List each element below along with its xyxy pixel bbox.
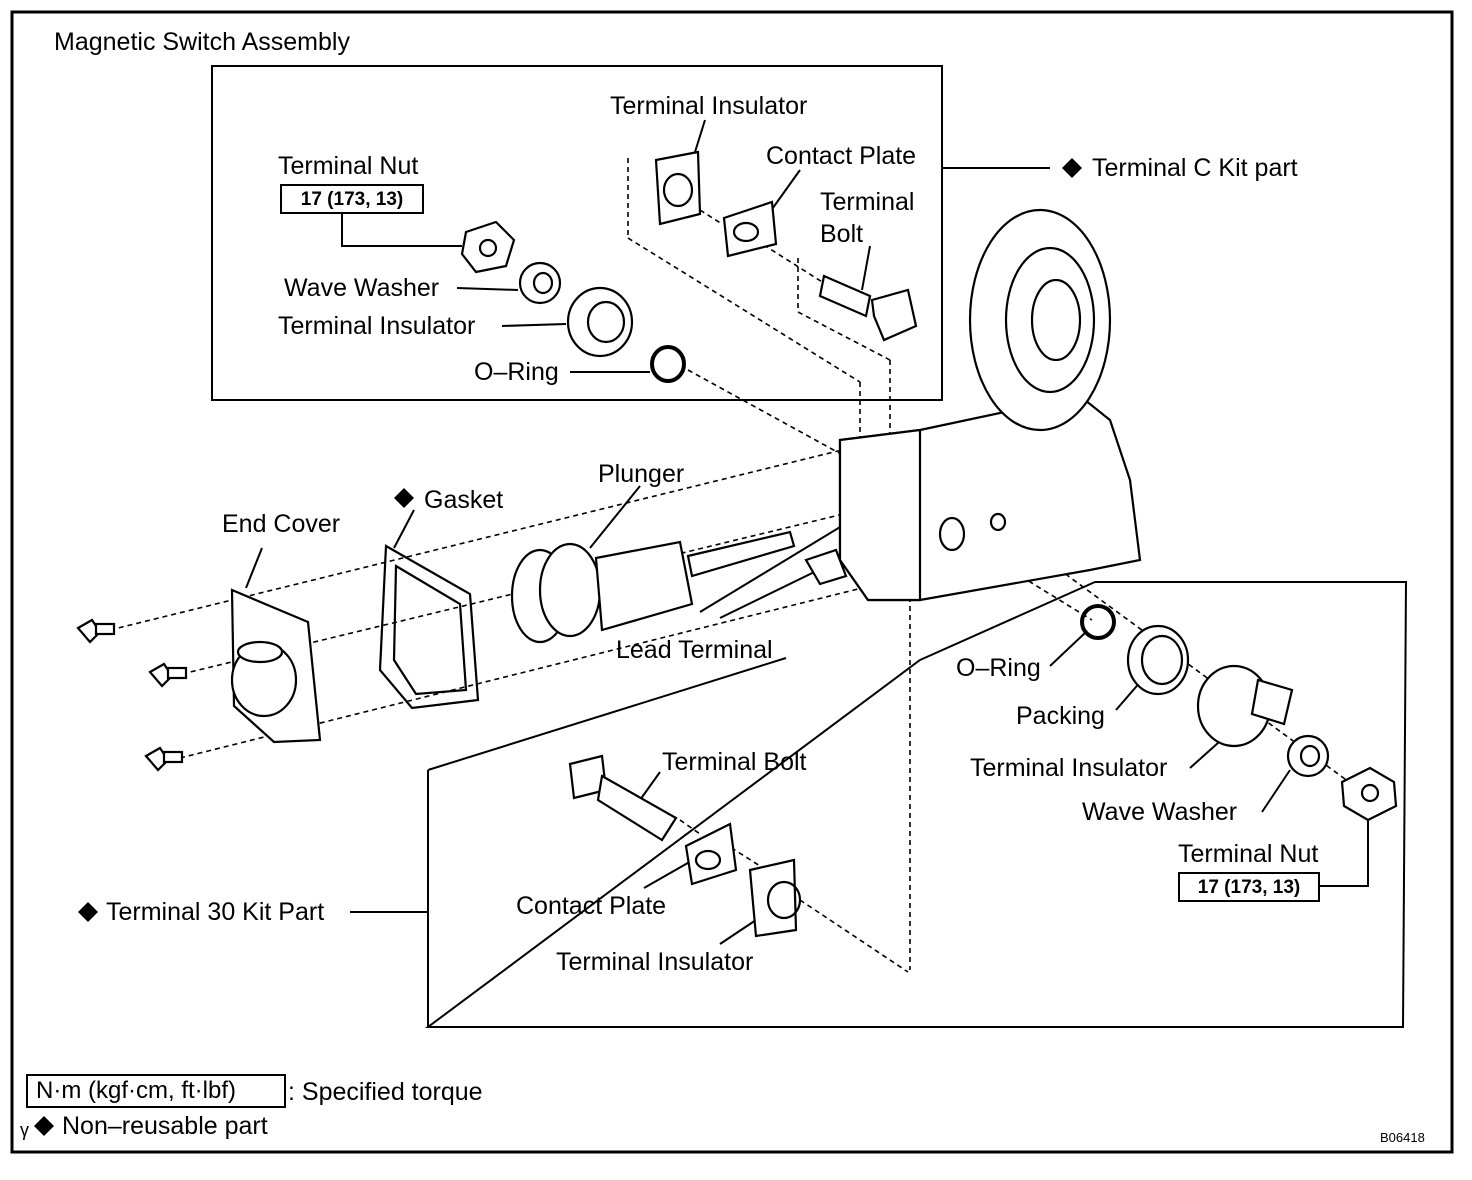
bolt-2 <box>148 662 188 688</box>
terminal-30-frame <box>424 581 1408 1028</box>
terminal-insulator-c-lower-label: Terminal Insulator <box>278 312 476 340</box>
diamond-icon <box>394 488 414 508</box>
contact-plate-30-label: Contact Plate <box>516 892 667 920</box>
diamond-icon <box>34 1116 54 1136</box>
diagram-title: Magnetic Switch Assembly <box>54 28 350 56</box>
terminal-insulator-30 <box>748 858 802 938</box>
legend-nonreusable-prefix: γ <box>20 1120 29 1140</box>
end-cover <box>230 588 322 744</box>
torque-box-c: 17 (173, 13) <box>280 184 424 214</box>
terminal-insulator-30-right-label: Terminal Insulator <box>970 754 1168 782</box>
diamond-icon <box>78 902 98 922</box>
terminal-insulator-c-lower <box>566 286 634 358</box>
terminal-insulator-c-upper-label: Terminal Insulator <box>610 92 808 120</box>
gasket-label: Gasket <box>424 486 504 514</box>
diamond-icon <box>1062 158 1082 178</box>
terminal-c-kit-label: Terminal C Kit part <box>1092 154 1298 182</box>
wave-washer-30-label: Wave Washer <box>1082 798 1238 826</box>
bolt-3 <box>144 746 184 772</box>
lead-terminal-label: Lead Terminal <box>616 636 773 664</box>
terminal-nut-c-label: Terminal Nut <box>278 152 419 180</box>
terminal-nut-c <box>460 220 516 274</box>
terminal-c-frame <box>211 65 943 401</box>
torque-box-30: 17 (173, 13) <box>1178 872 1320 902</box>
packing-label: Packing <box>1016 702 1105 730</box>
wave-washer-c <box>518 261 562 305</box>
terminal-bolt-c <box>818 274 918 342</box>
packing-30 <box>1126 624 1190 696</box>
plunger <box>510 530 796 644</box>
terminal-insulator-30-label: Terminal Insulator <box>556 948 754 976</box>
figure-code: B06418 <box>1380 1130 1425 1145</box>
terminal-nut-30 <box>1340 766 1398 822</box>
terminal-insulator-c-upper <box>654 150 702 226</box>
plunger-label: Plunger <box>598 460 685 488</box>
terminal-bolt-30 <box>568 754 678 842</box>
wave-washer-c-label: Wave Washer <box>284 274 440 302</box>
o-ring-c <box>650 345 686 383</box>
legend-nonreusable-desc: Non–reusable part <box>62 1112 268 1140</box>
terminal-bolt-30-label: Terminal Bolt <box>662 748 807 776</box>
contact-plate-c-label: Contact Plate <box>766 142 917 170</box>
terminal-30-kit-label: Terminal 30 Kit Part <box>106 898 325 926</box>
o-ring-c-label: O–Ring <box>474 358 559 386</box>
terminal-insulator-30-right <box>1196 664 1294 748</box>
terminal-nut-30-label: Terminal Nut <box>1178 840 1319 868</box>
bolt-1 <box>76 618 116 644</box>
terminal-bolt-c-label-line1: Terminal <box>820 188 915 216</box>
contact-plate-30 <box>684 822 738 886</box>
gasket <box>378 544 480 710</box>
terminal-bolt-c-label-line2: Bolt <box>820 220 864 248</box>
legend-torque-box: N·m (kgf·cm, ft·lbf) <box>26 1074 286 1108</box>
end-cover-label: End Cover <box>222 510 341 538</box>
contact-plate-c <box>722 200 778 258</box>
wave-washer-30 <box>1286 734 1330 778</box>
legend-torque-desc: : Specified torque <box>288 1078 483 1106</box>
o-ring-30-label: O–Ring <box>956 654 1041 682</box>
outer-frame <box>10 10 1454 1154</box>
switch-housing <box>804 208 1142 602</box>
o-ring-30 <box>1080 604 1116 640</box>
